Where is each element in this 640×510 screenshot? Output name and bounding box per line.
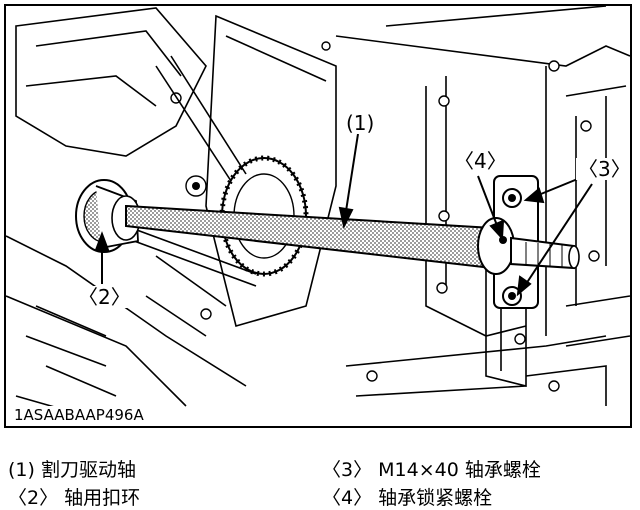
- bearing-housing: [477, 175, 580, 309]
- gearbox-housing: [75, 179, 141, 253]
- mechanical-drawing: [6, 6, 630, 417]
- figure-code: 1ASAABAAP496A: [12, 406, 146, 424]
- belt-teeth: [185, 175, 207, 197]
- callout-4: 〈4〉: [452, 149, 509, 173]
- drive-belt: [125, 55, 257, 287]
- legend-item-1: (1) 割刀驱动轴: [8, 459, 136, 481]
- leader-arrows: [94, 133, 593, 297]
- legend-item-4: 〈4〉 轴承锁紧螺栓: [322, 487, 493, 509]
- callout-2: 〈2〉: [76, 285, 133, 309]
- callout-1: (1): [344, 111, 377, 135]
- callout-3: 〈3〉: [576, 157, 631, 181]
- frame-background: [6, 6, 630, 417]
- technical-illustration: (1) 〈2〉 〈3〉 〈4〉 1ASAABAAP496A: [4, 4, 632, 428]
- legend-item-3: 〈3〉 M14×40 轴承螺栓: [322, 459, 541, 481]
- legend-item-2: 〈2〉 轴用扣环: [8, 487, 141, 509]
- frame-bolts: [170, 41, 600, 392]
